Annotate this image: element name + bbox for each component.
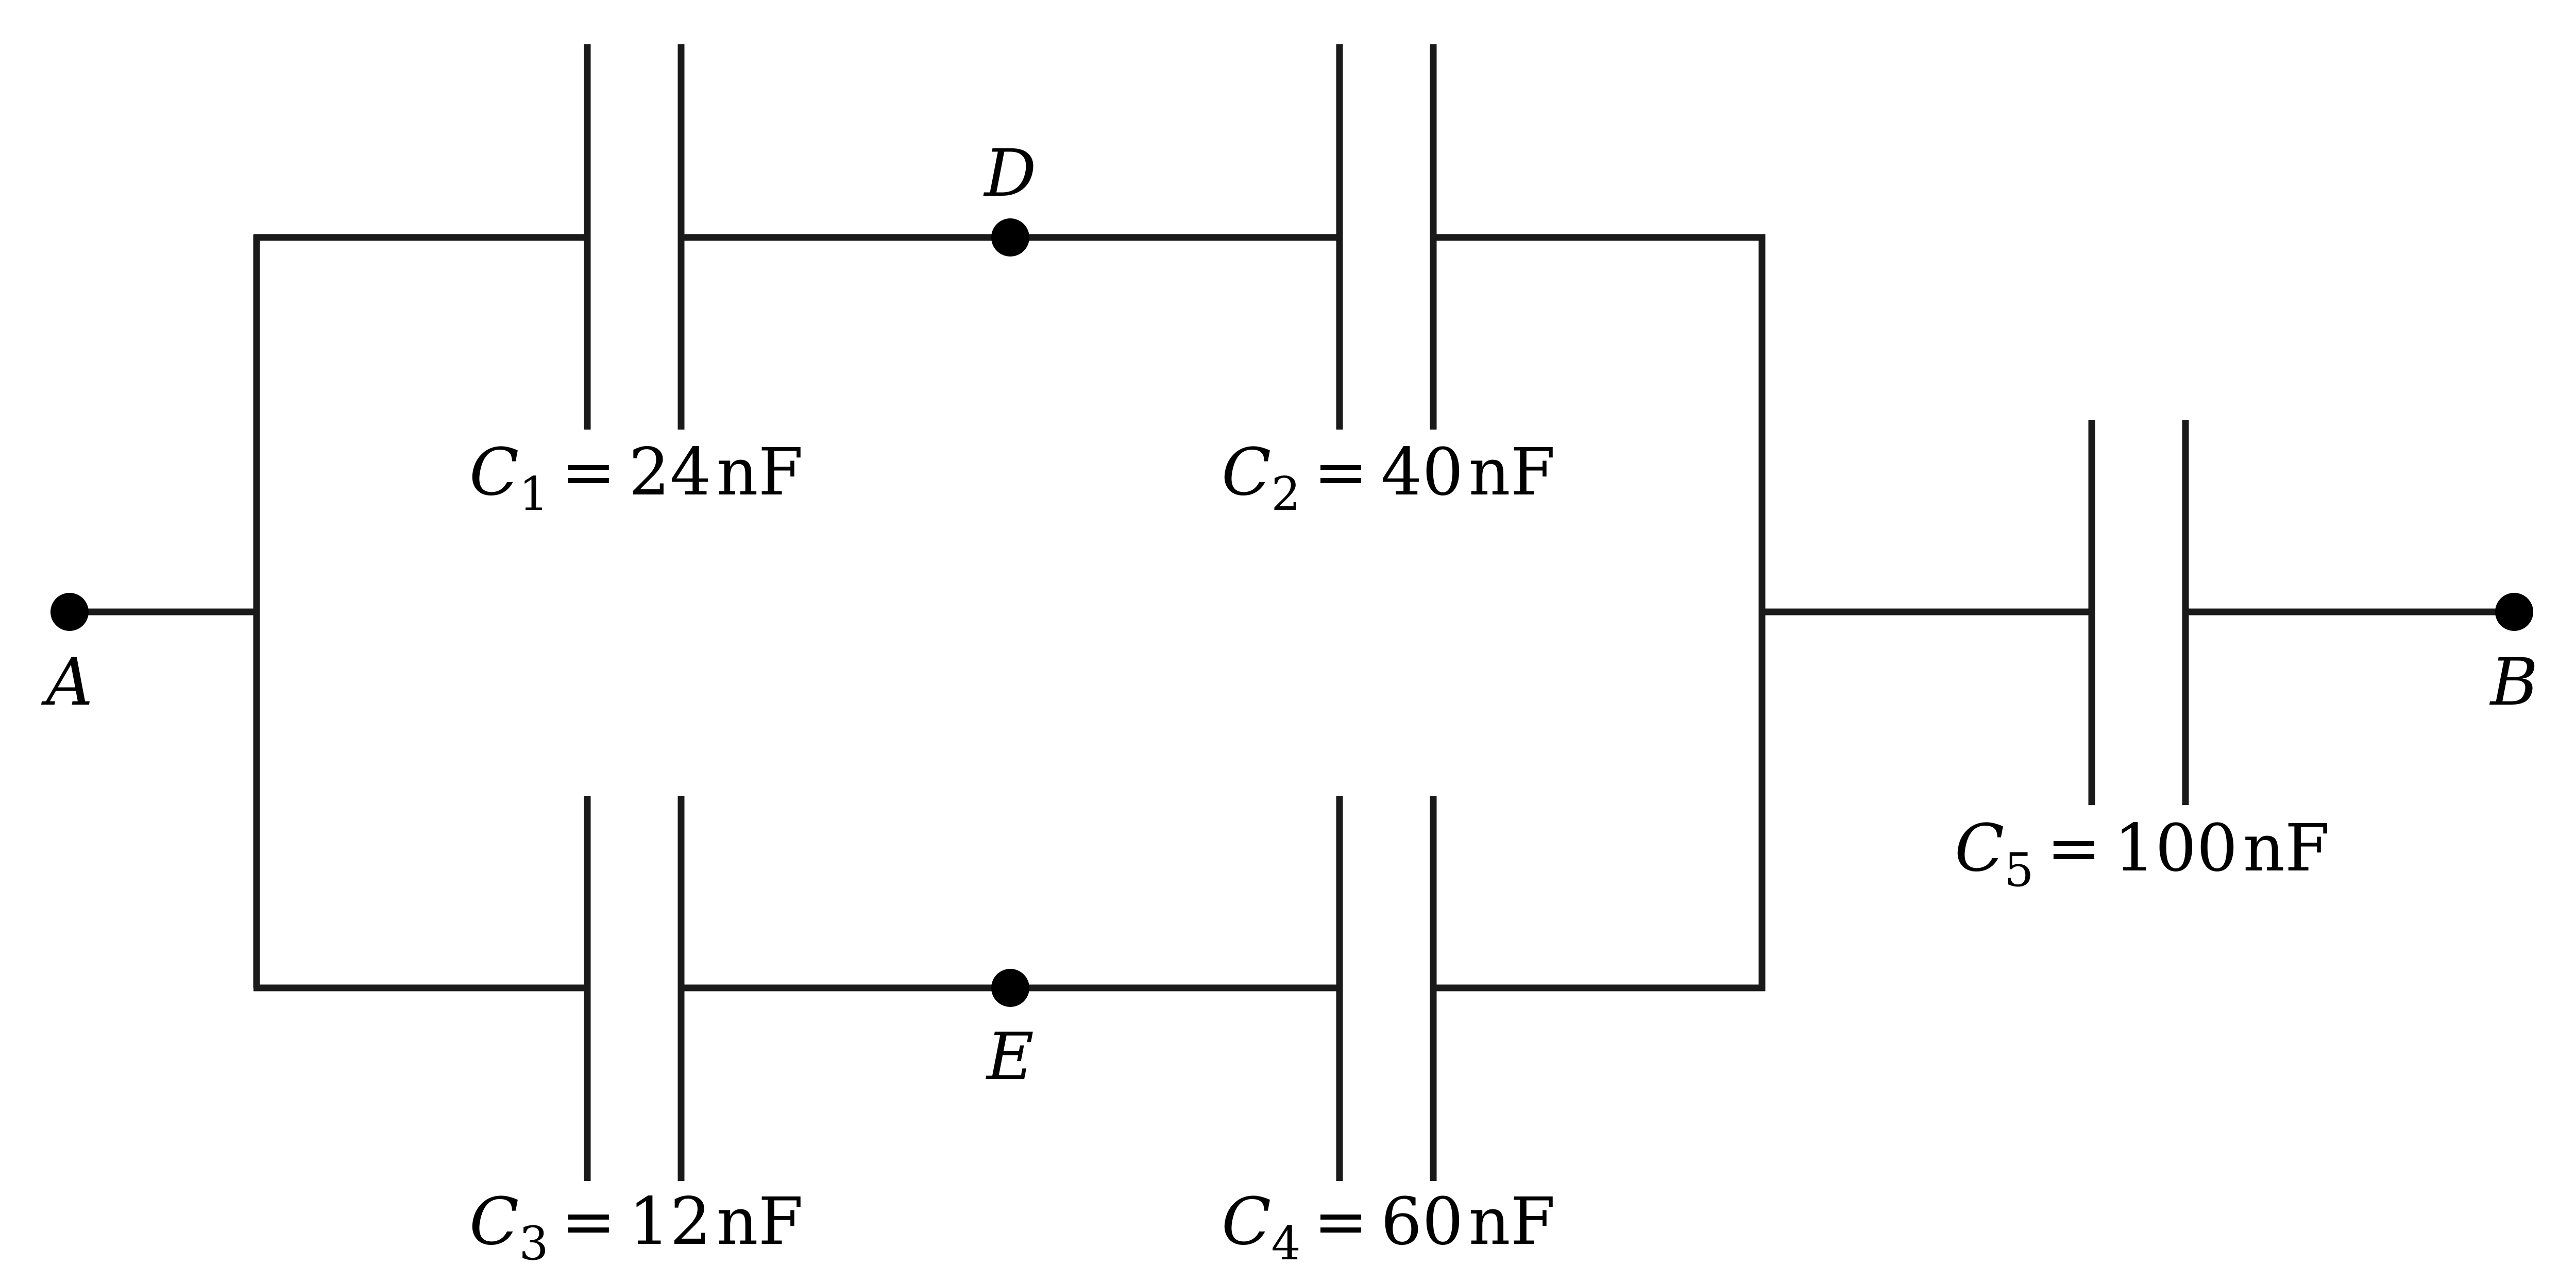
c4-label: C4 =60nF (1222, 1184, 1555, 1265)
c5-symbol: C (1955, 810, 2004, 886)
capacitor-c3-symbol (584, 796, 685, 1181)
c1-value: 24 (629, 434, 711, 510)
c2-label: C2 =40nF (1222, 434, 1555, 521)
terminal-b-dot (2495, 593, 2533, 631)
c1-equals: = (562, 434, 616, 510)
wires (70, 234, 2514, 992)
c2-value: 40 (1381, 434, 1463, 510)
node-e-dot (991, 969, 1029, 1007)
c3-symbol: C (469, 1184, 519, 1259)
c3-label: C3 =12nF (469, 1184, 803, 1265)
c3-subscript: 3 (519, 1217, 548, 1265)
c4-symbol: C (1222, 1184, 1271, 1259)
terminal-b-label: B (2489, 644, 2538, 720)
c3-value: 12 (629, 1184, 711, 1259)
c1-subscript: 1 (519, 467, 548, 521)
c5-subscript: 5 (2004, 843, 2033, 897)
capacitor-c5-symbol (2088, 420, 2189, 805)
c4-unit: nF (1469, 1184, 1556, 1259)
c5-label: C5 =100nF (1955, 810, 2330, 897)
c4-subscript: 4 (1271, 1217, 1300, 1265)
c2-subscript: 2 (1271, 467, 1300, 521)
c1-unit: nF (717, 434, 804, 510)
c2-symbol: C (1222, 434, 1271, 510)
c1-symbol: C (469, 434, 519, 510)
c5-unit: nF (2243, 810, 2330, 886)
c2-equals: = (1314, 434, 1368, 510)
terminal-a-label: A (41, 644, 93, 720)
c4-equals: = (1314, 1184, 1368, 1259)
c3-equals: = (562, 1184, 616, 1259)
c5-value: 100 (2114, 810, 2238, 886)
c3-unit: nF (717, 1184, 804, 1259)
c2-unit: nF (1469, 434, 1556, 510)
c1-label: C1 =24nF (469, 434, 803, 521)
terminal-a-dot (50, 593, 89, 631)
node-d-label: D (983, 135, 1036, 211)
capacitor-c2-symbol (1336, 44, 1437, 430)
capacitor-c1-symbol (584, 44, 685, 430)
node-d-dot (991, 218, 1029, 257)
node-e-label: E (986, 1019, 1034, 1095)
c5-equals: = (2047, 810, 2102, 886)
c4-value: 60 (1381, 1184, 1463, 1259)
capacitor-c4-symbol (1336, 796, 1437, 1181)
